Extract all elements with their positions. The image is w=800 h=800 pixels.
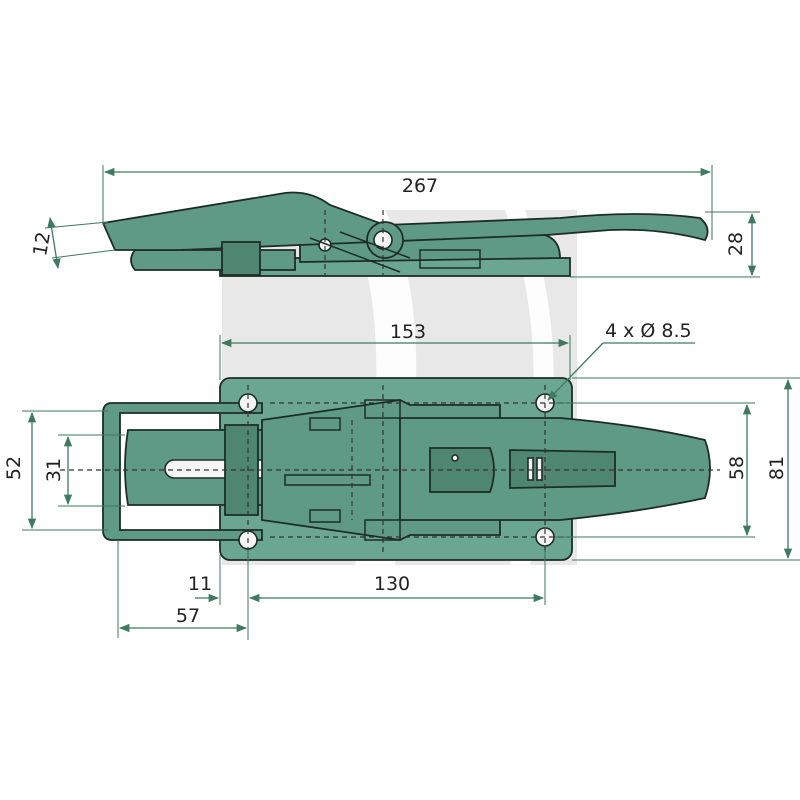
dim-text-57: 57 bbox=[176, 605, 200, 627]
dimension-overall-length: 267 bbox=[102, 165, 713, 240]
dim-text-130: 130 bbox=[374, 573, 410, 595]
dimension-slot-width: 31 bbox=[43, 434, 125, 507]
dim-text-11: 11 bbox=[188, 573, 212, 595]
dimension-offset-small: 11 bbox=[188, 550, 262, 640]
dim-text-58: 58 bbox=[726, 456, 748, 480]
latch-top-view bbox=[102, 377, 711, 561]
dimension-holes: 4 x Ø 8.5 bbox=[547, 320, 695, 401]
center-lines bbox=[60, 210, 720, 560]
dimension-lever-thickness: 12 bbox=[29, 216, 116, 270]
dim-text-12: 12 bbox=[29, 230, 55, 258]
dim-text-81: 81 bbox=[766, 456, 788, 480]
dimension-hole-spacing-h: 130 bbox=[248, 550, 546, 605]
dimension-plate-length: 153 bbox=[219, 321, 571, 380]
dim-text-holes: 4 x Ø 8.5 bbox=[605, 320, 692, 342]
dimension-hook-width: 52 bbox=[3, 410, 108, 531]
dimension-side-height: 28 bbox=[570, 211, 760, 278]
dim-text-52: 52 bbox=[3, 456, 25, 480]
dimension-hook-offset: 57 bbox=[117, 540, 248, 638]
latch-side-view bbox=[101, 191, 709, 277]
dim-text-153: 153 bbox=[390, 321, 426, 343]
dim-text-267: 267 bbox=[402, 175, 438, 197]
dim-text-28: 28 bbox=[725, 232, 747, 256]
dimension-plate-width: 81 bbox=[572, 377, 800, 561]
dim-text-31: 31 bbox=[43, 458, 65, 482]
dimension-hole-spacing-v: 58 bbox=[555, 402, 755, 538]
